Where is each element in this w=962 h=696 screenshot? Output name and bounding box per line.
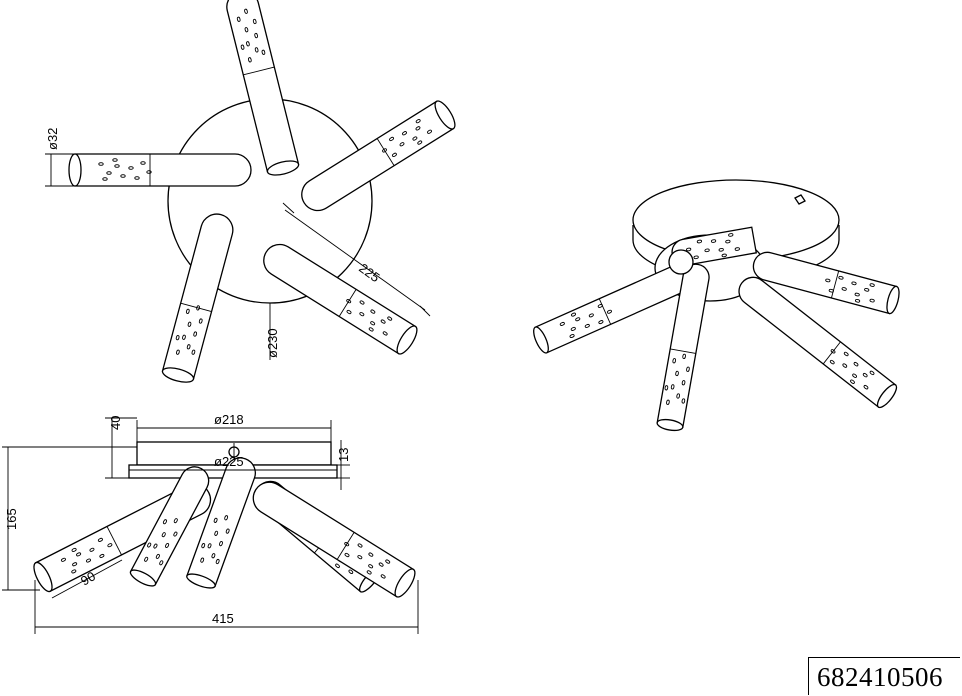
tube-lower-right: [263, 243, 418, 355]
dim-canopy-diameter: ø225: [214, 454, 244, 469]
dim-tube-projection: 90: [78, 568, 98, 588]
tube-upper-right: [301, 100, 456, 212]
dim-canopy-height: 40: [108, 416, 123, 430]
dim-total-width: 415: [212, 611, 234, 626]
dim-tube-diameter: ø32: [45, 128, 60, 150]
side-tube-3: [186, 457, 256, 589]
persp-tube-lower-right: [738, 276, 898, 409]
dim-total-height: 165: [4, 508, 19, 530]
top-view: ø32 225 ø230: [45, 0, 456, 383]
persp-tube-right: [752, 251, 900, 315]
tube-lower-left: [161, 213, 234, 383]
dim-plate-thickness: 13: [336, 448, 351, 462]
tube-left: [68, 153, 252, 187]
tube-top: [222, 0, 301, 179]
product-code-box: 682410506: [808, 657, 960, 695]
screw: [794, 194, 806, 205]
product-code: 682410506: [817, 662, 943, 692]
side-tube-2: [129, 466, 210, 587]
dim-base-diameter: ø230: [265, 328, 280, 358]
side-tube-5: [252, 481, 416, 598]
side-view: ø218 ø225 40 13 165 90 415: [2, 412, 419, 634]
perspective-view: [533, 179, 900, 432]
dim-plate-diameter: ø218: [214, 412, 244, 427]
